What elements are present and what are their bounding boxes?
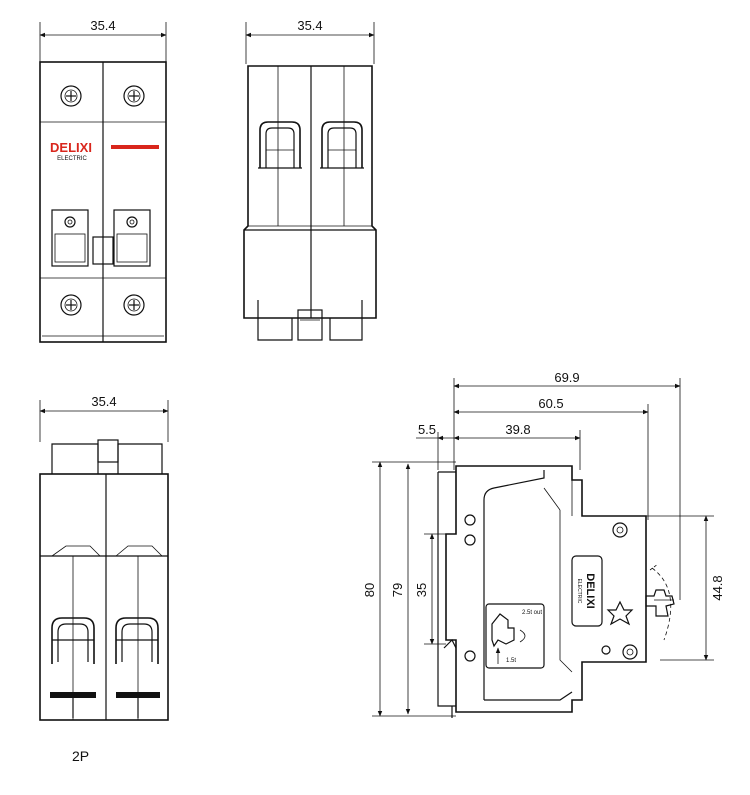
side-dim-39-8-label: 39.8 (505, 422, 530, 437)
side-dim-69-9: 69.9 (453, 370, 681, 600)
front-width-label: 35.4 (90, 18, 115, 33)
side-dim-44-8: 44.8 (646, 515, 725, 661)
bottom-view: 35.4 (39, 394, 169, 721)
side-hole-icon (601, 645, 611, 655)
bottom-rail-clip-left (50, 692, 96, 698)
front-brand-sub: ELECTRIC (57, 156, 87, 162)
side-star-knob-icon (606, 600, 634, 626)
front-screw-icon (60, 294, 82, 316)
side-brand-sub: ELECTRIC (576, 579, 582, 604)
side-dim-79-label: 79 (390, 583, 405, 597)
drawing-caption: 2P (72, 748, 90, 764)
side-hole-icon (464, 534, 476, 546)
side-dim-44-8-label: 44.8 (710, 575, 725, 600)
bottom-handle-right (115, 617, 159, 664)
front-handle-bridge (92, 236, 114, 265)
side-dim-35: 35 (414, 533, 446, 645)
side-inner-housing (483, 470, 545, 700)
top-body-outline (243, 65, 377, 319)
bottom-body-outline (39, 473, 169, 721)
front-view: 35.4 DELIXI ELECTRIC (39, 18, 167, 343)
top-center-clip (297, 309, 323, 341)
front-brand-logo: DELIXI (50, 140, 92, 155)
top-handle-left (258, 121, 302, 169)
bottom-terminal-left (51, 443, 99, 474)
bottom-terminal-right (117, 443, 163, 474)
side-dim-60-5-label: 60.5 (538, 396, 563, 411)
top-width-label: 35.4 (297, 18, 322, 33)
bottom-handle-left (51, 617, 95, 664)
side-dim-80-label: 80 (362, 583, 377, 597)
side-dim-5-5: 5.5 (416, 422, 454, 470)
side-dim-69-9-label: 69.9 (554, 370, 579, 385)
front-width-dimension: 35.4 (39, 18, 167, 62)
side-dim-60-5: 60.5 (453, 396, 649, 520)
top-foot-left (257, 300, 293, 341)
front-screw-icon (123, 294, 145, 316)
side-screw-icon (612, 522, 628, 538)
side-screw-icon (622, 644, 638, 660)
side-lever-arc (651, 567, 672, 641)
side-label-out: 2.5t out (522, 610, 542, 616)
top-handle-right (320, 121, 364, 169)
top-view: 35.4 (243, 18, 377, 341)
front-red-stripe (111, 145, 159, 149)
front-screw-icon (123, 85, 145, 107)
side-lever (645, 589, 675, 617)
front-handle-left (51, 209, 89, 267)
bottom-width-label: 35.4 (91, 394, 116, 409)
bottom-width-dimension: 35.4 (39, 394, 169, 442)
side-dim-79: 79 (390, 463, 411, 715)
front-handle-right (113, 209, 151, 267)
side-dim-39-8: 39.8 (453, 422, 581, 470)
side-body-outline (445, 465, 647, 713)
side-dim-80: 80 (362, 461, 456, 717)
bottom-rail-clip-right (116, 692, 160, 698)
side-label-box (485, 603, 545, 669)
side-hole-icon (464, 650, 476, 662)
side-hole-icon (464, 514, 476, 526)
side-dim-35-label: 35 (414, 583, 429, 597)
side-dim-5-5-label: 5.5 (418, 422, 436, 437)
side-din-clip (437, 471, 456, 707)
side-wire-diagram-icon (491, 613, 515, 648)
side-brand-logo: DELIXI (584, 573, 596, 608)
side-label-in: 1.5t (506, 658, 516, 664)
top-width-dimension: 35.4 (245, 18, 375, 64)
side-view: 69.9 60.5 5.5 39.8 80 79 (362, 370, 725, 718)
side-brand-plate (571, 555, 603, 627)
front-screw-icon (60, 85, 82, 107)
top-foot-right (329, 300, 363, 341)
